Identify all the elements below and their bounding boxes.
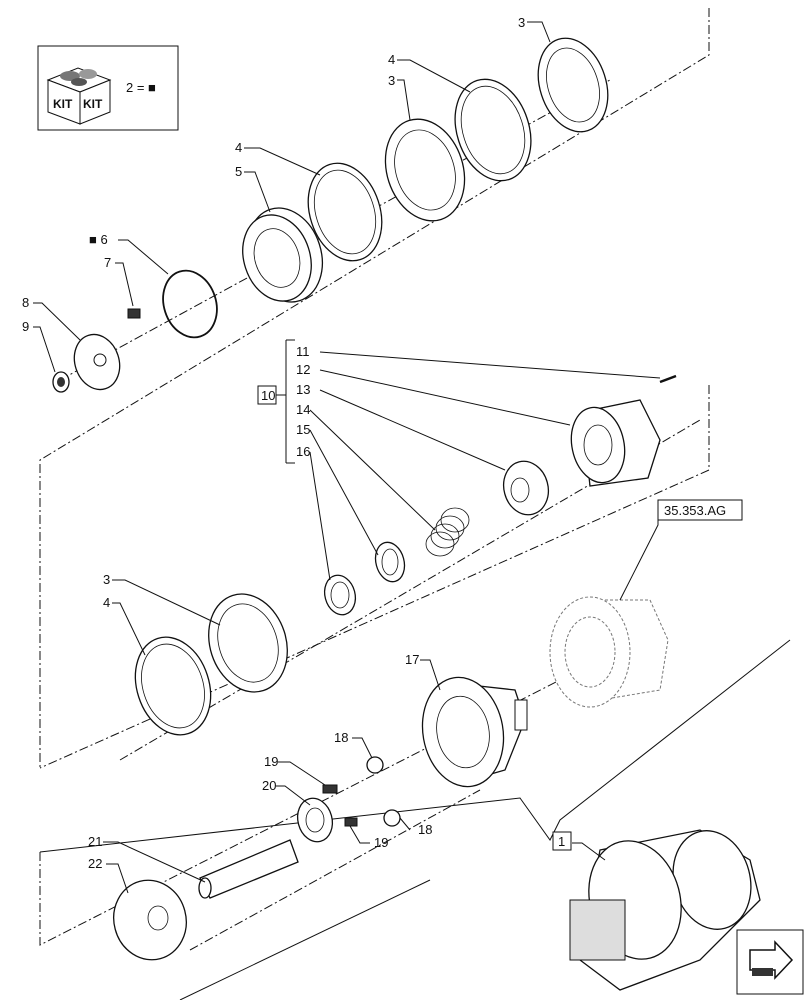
callout-3-second: 3 [388, 73, 395, 88]
reference-housing-35-353-ag [549, 596, 669, 708]
part-5-piston [242, 207, 323, 303]
part-8-plate [73, 333, 121, 391]
callout-4-second: 4 [235, 140, 242, 155]
callout-17: 17 [405, 652, 419, 667]
part-19-pin-upper [322, 784, 338, 794]
next-page-arrow-button[interactable] [736, 929, 804, 995]
reference-35-353-ag-box[interactable]: 35.353.AG [657, 499, 743, 521]
part-6-o-ring [162, 269, 218, 339]
callout-19-upper: 19 [264, 754, 278, 769]
callout-18-lower: 18 [418, 822, 432, 837]
part-19-pin-lower [344, 817, 358, 827]
callout-14: 14 [296, 402, 310, 417]
callout-20: 20 [262, 778, 276, 793]
callout-19-lower: 19 [374, 835, 388, 850]
part-13-washer [502, 460, 550, 516]
callout-22: 22 [88, 856, 102, 871]
final-drive-assembly [569, 829, 761, 991]
next-page-arrow-icon [749, 940, 794, 980]
callout-4-top: 4 [388, 52, 395, 67]
callout-12: 12 [296, 362, 310, 377]
part-3-top-ring [537, 37, 609, 133]
kit-legend-text: 2 = ■ [126, 80, 156, 95]
kit-text-right: KIT [83, 97, 103, 111]
part-21-shaft [198, 839, 299, 899]
callout-7: 7 [104, 255, 111, 270]
part-9-seal [52, 371, 70, 393]
callout-8: 8 [22, 295, 29, 310]
part-20-bearing [296, 797, 334, 843]
assembly-1-label: 1 [558, 834, 565, 849]
reference-35-353-ag-label[interactable]: 35.353.AG [664, 503, 726, 518]
callout-6: ■ 6 [89, 232, 108, 247]
part-4-top-clutch-disc [454, 78, 532, 182]
callout-9: 9 [22, 319, 29, 334]
callout-3-top: 3 [518, 15, 525, 30]
part-17-flange-hub [421, 676, 528, 788]
part-7-pin [127, 308, 141, 319]
callout-18-upper: 18 [334, 730, 348, 745]
part-18-plug-upper [366, 756, 384, 774]
kit-text-left: KIT [53, 97, 73, 111]
callout-15: 15 [296, 422, 310, 437]
part-3-second-ring [384, 118, 466, 222]
part-3-lower-ring [208, 593, 288, 693]
callout-5: 5 [235, 164, 242, 179]
callout-11: 11 [296, 344, 310, 359]
part-11-pin [659, 374, 677, 384]
part-22-cover [113, 879, 187, 961]
part-18-plug-lower [383, 809, 401, 827]
assembly-1-box: 1 [552, 831, 572, 851]
callout-21: 21 [88, 834, 102, 849]
kit-legend: KIT KIT 2 = ■ [37, 45, 179, 131]
part-14-spring [425, 507, 470, 557]
callout-3-lower: 3 [103, 572, 110, 587]
part-12-cylinder-block [570, 399, 661, 487]
part-4-lower-clutch-disc [134, 636, 212, 736]
callout-labels: 3 4 3 4 5 ■ 6 7 8 9 11 12 13 14 15 16 3 … [22, 15, 525, 871]
group-10-label: 10 [261, 388, 275, 403]
callout-4-lower: 4 [103, 595, 110, 610]
group-10-box: 10 [257, 385, 286, 405]
part-16-ring [323, 574, 357, 616]
part-15-ring [374, 541, 406, 583]
callout-16: 16 [296, 444, 310, 459]
part-4-second-clutch-disc [307, 162, 383, 262]
leader-lines [33, 21, 661, 894]
kit-box-icon [46, 67, 112, 125]
callout-13: 13 [296, 382, 310, 397]
